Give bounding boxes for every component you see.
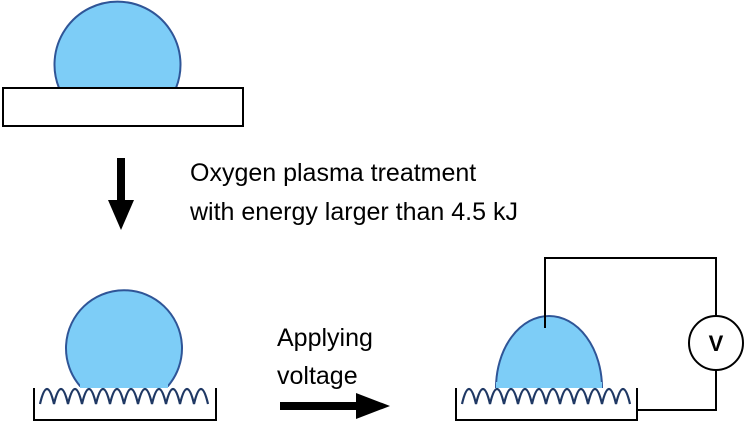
voltmeter-icon: V <box>688 315 744 371</box>
droplet-icon <box>65 289 183 387</box>
treatment-label-line2: with energy larger than 4.5 kJ <box>189 198 518 226</box>
panel-before-treatment <box>2 0 244 127</box>
droplet-icon <box>494 315 604 389</box>
right-arrow-icon <box>280 393 390 419</box>
circuit-wire <box>637 370 717 411</box>
rough-surface-wave <box>38 387 210 405</box>
flat-substrate <box>2 87 244 127</box>
circuit-wire <box>544 257 717 328</box>
droplet-icon <box>53 0 182 89</box>
panel-with-voltage: V <box>455 257 744 421</box>
rough-surface-wave <box>460 387 632 405</box>
panel-after-treatment <box>33 289 217 421</box>
down-arrow-icon <box>108 158 134 230</box>
voltage-label-line2: voltage <box>277 362 358 390</box>
voltmeter-label: V <box>709 331 724 356</box>
treatment-label-line1: Oxygen plasma treatment <box>190 159 476 187</box>
voltage-label-line1: Applying <box>277 324 373 352</box>
